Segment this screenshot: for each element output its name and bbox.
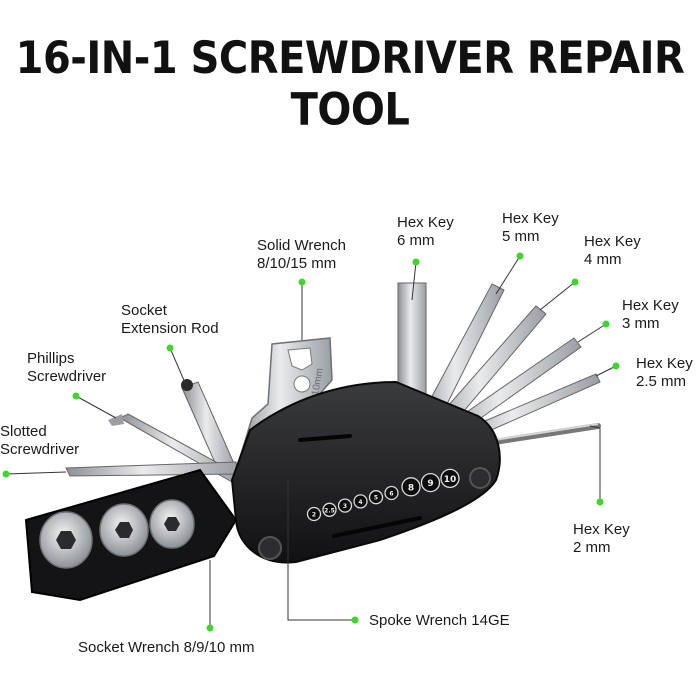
spoke-size-hole <box>401 477 421 497</box>
spoke-size-label: 8 <box>408 483 414 493</box>
spoke-size-label: 9 <box>427 479 433 489</box>
label-socket-wrench: Socket Wrench 8/9/10 mm <box>78 639 255 656</box>
spoke-size-label: 10 <box>444 475 457 485</box>
spoke-size-label: 5 <box>374 495 378 502</box>
spoke-size-label: 2.5 <box>324 507 335 514</box>
socket-9mm <box>99 503 149 557</box>
slotted-screwdriver <box>65 461 239 477</box>
spoke-wrench-sizes: 2 2.5 3 4 5 6 8 9 10 <box>306 468 460 522</box>
label-spoke-wrench: Spoke Wrench 14GE <box>369 612 510 629</box>
spoke-size-hole <box>337 498 353 513</box>
spoke-size-label: 2 <box>312 512 316 519</box>
callout-dots <box>2 252 620 632</box>
socket-8mm <box>39 511 93 569</box>
spoke-size-hole <box>368 490 384 505</box>
spoke-size-hole <box>420 472 441 493</box>
spoke-size-label: 6 <box>389 491 393 498</box>
spoke-size-hole <box>306 506 322 522</box>
wrench-mark-10: 10mm <box>310 367 326 396</box>
spoke-size-label: 3 <box>343 503 347 510</box>
spoke-size-label: 4 <box>358 499 362 506</box>
spoke-size-hole <box>353 494 368 509</box>
spoke-size-hole <box>384 485 399 501</box>
socket-10mm <box>149 499 195 549</box>
tool-body: 2 2.5 3 4 5 6 8 9 10 <box>230 380 501 564</box>
spoke-size-hole <box>322 502 337 517</box>
leader-lines <box>5 255 617 628</box>
page-title: 16-IN-1 SCREWDRIVER REPAIR TOOL <box>15 32 685 136</box>
spoke-size-hole <box>440 468 460 489</box>
